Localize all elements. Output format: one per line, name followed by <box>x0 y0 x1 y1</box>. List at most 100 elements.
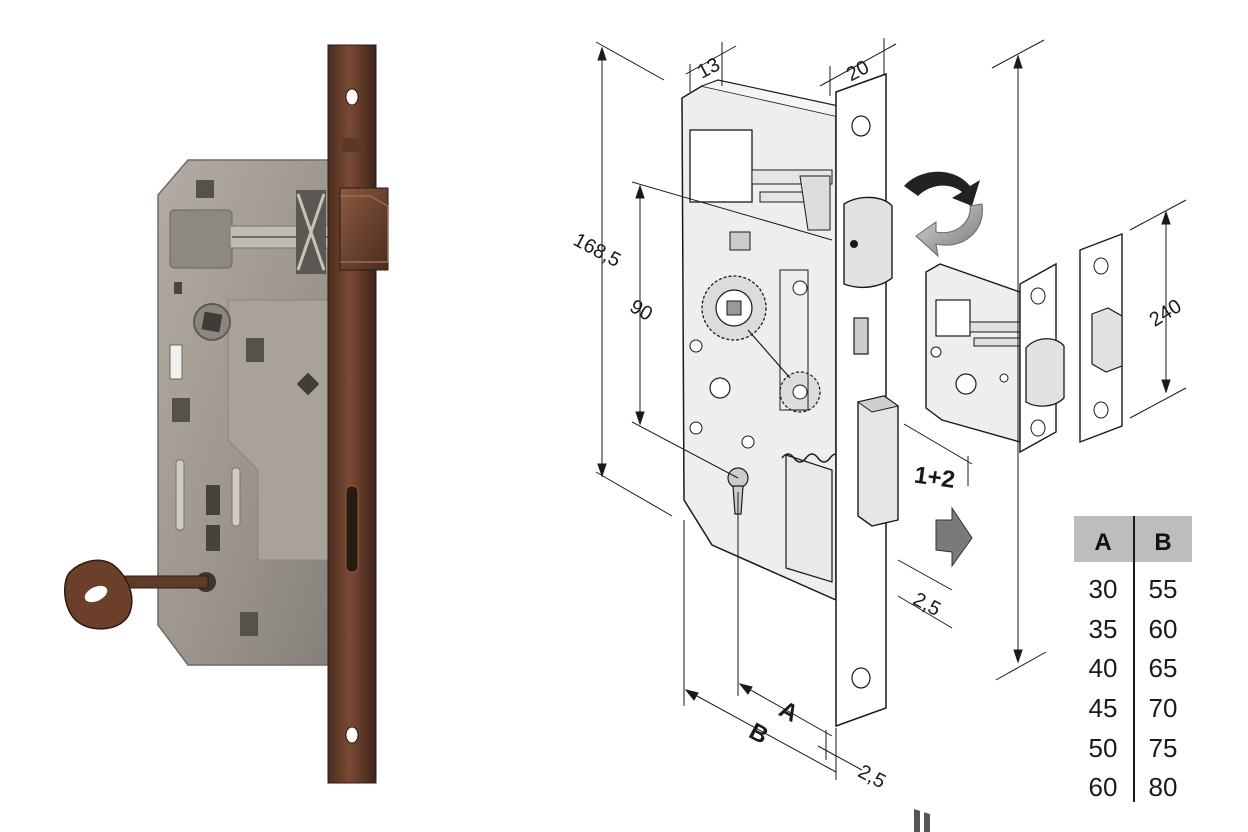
drawing-latch-bolt <box>843 196 893 289</box>
rivet <box>196 180 214 198</box>
dim-height-ext-bottom <box>995 651 1047 681</box>
dim-20-line <box>819 43 897 87</box>
dim-a-label: A <box>775 696 803 728</box>
dim-arrow <box>1161 210 1171 394</box>
reversed-latch-rod <box>973 337 1021 347</box>
size-table-cell-b: 60 <box>1149 614 1178 644</box>
drawing-screw <box>741 435 755 449</box>
dim-height-ext-top <box>991 39 1045 69</box>
dim-90-ext-top <box>631 181 833 241</box>
size-table-cell-b: 80 <box>1149 772 1178 802</box>
reversed-follower <box>955 373 977 395</box>
rotate-arrow-gray <box>915 203 983 258</box>
size-table-header-a: A <box>1094 529 1111 556</box>
dim-bolt-ext <box>903 423 973 465</box>
dim-168-ext-top <box>595 41 665 81</box>
latch-bolt-bevel <box>340 195 389 263</box>
slot <box>206 525 220 551</box>
dim-b-label: B <box>745 718 773 750</box>
slot <box>206 485 220 515</box>
reversed-latch-block <box>935 299 971 337</box>
rivet <box>246 338 264 362</box>
drawing-marker <box>729 231 751 251</box>
reversed-screw <box>930 346 942 358</box>
drawing-faceplate-hole <box>851 115 871 137</box>
direction-arrow-bar <box>924 812 930 832</box>
drawing-small-gear-hub <box>792 384 808 400</box>
strike-plate-keeper <box>1091 307 1123 373</box>
drawing-bolt-housing <box>785 454 833 583</box>
faceplate-screw-hole <box>345 88 359 106</box>
key-bow-hole <box>84 585 108 603</box>
dim-90-ext-bottom <box>631 421 739 479</box>
dim-arrow <box>597 46 607 478</box>
drawing-gear-square <box>726 300 742 316</box>
faceplate-screw-hole <box>345 726 359 744</box>
dim-25-right-line <box>897 559 953 591</box>
diamond-notch <box>296 372 320 396</box>
size-table-cell-a: 60 <box>1089 772 1118 802</box>
drawing-bolt-frame <box>779 269 809 411</box>
reversed-latch-view <box>925 232 1123 454</box>
slot <box>231 467 241 527</box>
dim-168-label: 168,5 <box>570 229 625 272</box>
dim-25-right-line <box>897 595 953 629</box>
rivet <box>172 398 190 422</box>
dim-13-line <box>685 45 737 75</box>
drawing-latch-pin <box>850 240 858 248</box>
drawing-spring <box>799 175 831 231</box>
size-table-cell-a: 50 <box>1089 733 1118 763</box>
reversed-faceplate-hole <box>1030 287 1046 305</box>
direction-arrow-icon <box>914 506 973 832</box>
size-table-cell-b: 55 <box>1149 574 1178 604</box>
slot <box>175 459 185 531</box>
direction-arrow-head <box>935 506 973 568</box>
size-table-cell-a: 35 <box>1089 614 1118 644</box>
strike-plate-hole <box>1093 401 1109 419</box>
rotate-arrow-dark <box>904 171 980 206</box>
drawing-latch-block <box>689 129 753 203</box>
drawing-follower <box>709 377 731 399</box>
dimension-faceplate-height <box>991 39 1047 681</box>
drawing-faceplate-slot <box>853 317 869 355</box>
drawing-screw <box>689 421 703 435</box>
technical-drawing <box>681 72 900 728</box>
dim-25-bottom-line <box>817 745 863 771</box>
reversed-latch-rod <box>969 321 1021 333</box>
size-table-cell-a: 30 <box>1089 574 1118 604</box>
key-icon <box>64 559 209 630</box>
faceplate <box>327 44 377 784</box>
dim-240-ext-top <box>1129 199 1187 231</box>
reversed-latch-bolt <box>1025 338 1065 407</box>
dim-90-label: 90 <box>626 295 656 325</box>
size-table-cell-b: 75 <box>1149 733 1178 763</box>
dim-168-ext-bottom <box>595 471 673 517</box>
latch-bolt <box>339 187 389 271</box>
size-table: A B 30 55 35 60 40 65 45 70 50 75 60 80 <box>1074 516 1192 802</box>
dim-arrow <box>1013 54 1023 664</box>
direction-arrow-bar <box>914 808 920 832</box>
lock-photo <box>64 44 389 784</box>
faceplate-stamp <box>342 138 364 152</box>
dim-25-right-label: 2,5 <box>909 588 944 620</box>
size-table-cell-b: 65 <box>1149 653 1178 683</box>
drawing-screw <box>689 339 703 353</box>
drawing-faceplate-hole <box>851 667 871 689</box>
dim-240-label: 240 <box>1146 295 1186 331</box>
dimension-240 <box>1129 199 1187 419</box>
dimension-lines <box>595 38 953 780</box>
spring-cross <box>296 193 326 271</box>
drawing-deadbolt-face <box>856 395 900 413</box>
size-table-cell-a: 45 <box>1089 693 1118 723</box>
drawing-gear-link <box>747 329 791 379</box>
dim-240-ext-bottom <box>1129 387 1187 419</box>
strike-plate-hole <box>1093 257 1109 275</box>
rivet <box>240 612 258 636</box>
indicator-window <box>169 344 183 380</box>
size-table-header-b: B <box>1154 529 1171 556</box>
faceplate-slot <box>345 485 359 573</box>
rotate-arrow-icon <box>904 171 983 258</box>
rivet <box>174 282 182 294</box>
dim-b-line <box>685 689 837 773</box>
